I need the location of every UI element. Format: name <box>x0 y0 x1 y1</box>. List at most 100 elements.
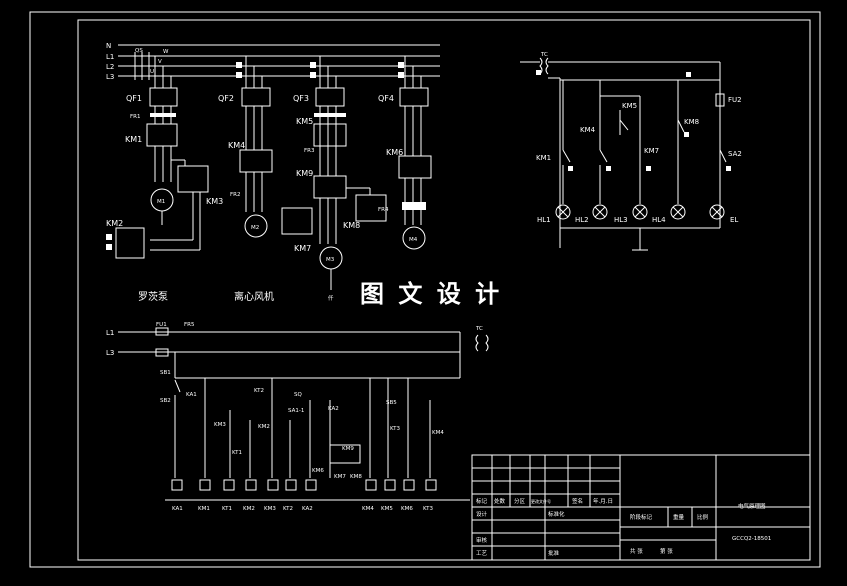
qs-label: QS <box>135 48 143 54</box>
bus-l2-label: L2 <box>106 63 114 71</box>
fu1-label: FU1 <box>156 322 167 328</box>
tb-gong-zhang: 共 张 <box>630 547 643 555</box>
coil-kt3: KT3 <box>423 506 434 512</box>
km5-label: KM5 <box>296 117 313 126</box>
indicator-circuit <box>520 57 727 251</box>
fr5-label: FR5 <box>184 322 195 328</box>
tb-qianming: 签名 <box>572 497 583 505</box>
fu2-label: FU2 <box>728 96 742 104</box>
ind-km4-label: KM4 <box>580 126 596 134</box>
ind-km1-label: KM1 <box>536 154 551 162</box>
tb-fenqu: 分区 <box>514 497 526 505</box>
coil-km1: KM1 <box>198 506 210 512</box>
load-names: 罗茨泵 离心风机 仟 <box>138 290 334 303</box>
w-label: W <box>163 49 169 55</box>
branch-qf3 <box>313 56 387 290</box>
tb-riqi: 年.月.日 <box>593 497 613 505</box>
km2-label: KM2 <box>106 219 123 228</box>
u-label: U <box>150 69 154 75</box>
kt1-contact-label: KT1 <box>232 450 242 456</box>
m3-label: M3 <box>326 257 335 263</box>
watermark: 图 文 设 计 <box>360 280 502 308</box>
tb-zhongliang: 重量 <box>673 513 685 521</box>
hl2-label: HL2 <box>575 216 589 224</box>
hl4-label: HL4 <box>652 216 666 224</box>
device-labels: FR1 KM1 KM3 KM2 M1 KM4 FR2 M2 KM5 FR3 KM… <box>106 114 418 263</box>
tb-jieduan: 阶段标记 <box>630 513 653 521</box>
coil-kt2: KT2 <box>283 506 293 512</box>
bus-n-label: N <box>106 42 111 50</box>
fr2-label: FR2 <box>230 192 240 198</box>
km3-label: KM3 <box>206 197 223 206</box>
ka2-contact-label: KA2 <box>328 406 339 412</box>
ind-km5-label: KM5 <box>622 102 637 110</box>
qf3-label: QF3 <box>293 94 309 103</box>
sb5-label: SB5 <box>386 400 397 406</box>
coil-km3: KM3 <box>264 506 276 512</box>
indicator-labels: TC FU2 SA2 KM5 KM4 KM8 KM1 KM7 HL1 HL2 H… <box>536 52 742 224</box>
coil-km2: KM2 <box>243 506 255 512</box>
km6-contact-label: KM6 <box>312 468 324 474</box>
km4-label: KM4 <box>228 141 245 150</box>
centrifugal-fan-label: 离心风机 <box>234 290 274 303</box>
tb-biaozhunhua: 标准化 <box>548 510 565 518</box>
ctrl-l3-label: L3 <box>106 349 114 357</box>
sb2-label: SB2 <box>160 398 171 404</box>
ind-km8-label: KM8 <box>684 118 699 126</box>
coil-km4: KM4 <box>362 506 374 512</box>
power-line-labels: N L1 L2 L3 QS W V U <box>106 42 169 81</box>
breaker-labels: QF1 QF2 QF3 QF4 <box>126 94 394 103</box>
tb-drawing-name: 电气原理图 <box>738 502 766 510</box>
qf2-label: QF2 <box>218 94 234 103</box>
third-load-label: 仟 <box>328 294 334 302</box>
coil-km5: KM5 <box>381 506 393 512</box>
tb-di-zhang: 第 张 <box>660 547 673 555</box>
power-bus <box>118 44 440 80</box>
roots-pump-label: 罗茨泵 <box>138 290 168 303</box>
sq-label: SQ <box>294 392 302 398</box>
bus-l3-label: L3 <box>106 73 114 81</box>
m1-label: M1 <box>157 199 165 205</box>
km4-contact-label: KM4 <box>432 430 444 436</box>
el-label: EL <box>730 216 738 224</box>
km8-label: KM8 <box>343 221 360 230</box>
control-circuit <box>118 327 489 501</box>
tb-gengai: 更改文件号 <box>531 498 551 504</box>
ctrl-tc-label: TC <box>475 326 483 332</box>
coil-labels: KA1 KM1 KT1 KM2 KM3 KT2 KA2 KM4 KM5 KM6 … <box>172 506 434 512</box>
inner-frame <box>77 19 811 561</box>
tb-pizhun: 批准 <box>548 549 560 557</box>
km8-contact-label: KM8 <box>350 474 362 480</box>
tb-biaoji: 标记 <box>476 497 488 505</box>
fr3-label: FR3 <box>304 148 315 154</box>
tb-gongyi: 工艺 <box>476 550 488 557</box>
m2-label: M2 <box>251 225 259 231</box>
hl1-label: HL1 <box>537 216 551 224</box>
coil-ka1: KA1 <box>172 506 183 512</box>
sa2-label: SA2 <box>728 150 742 158</box>
branch-qf4 <box>398 56 432 250</box>
ind-km7-label: KM7 <box>644 147 659 155</box>
kt2-contact-label: KT2 <box>254 388 264 394</box>
ctrl-l1-label: L1 <box>106 329 114 337</box>
branch-qf1 <box>115 56 209 259</box>
km7-label: KM7 <box>294 244 311 253</box>
title-block-text: 标记 处数 分区 更改文件号 签名 年.月.日 设计 标准化 阶段标记 重量 比… <box>476 497 771 557</box>
outer-frame <box>29 11 821 568</box>
km7-contact-label: KM7 <box>334 474 346 480</box>
sa11-label: SA1-1 <box>288 408 304 414</box>
title-block <box>471 454 811 561</box>
km2-contact-label: KM2 <box>258 424 270 430</box>
km9-label: KM9 <box>296 169 313 178</box>
km6-label: KM6 <box>386 148 403 157</box>
branch-qf2 <box>239 56 313 238</box>
terminal-blocks <box>106 62 731 250</box>
qf1-label: QF1 <box>126 94 142 103</box>
coil-km6: KM6 <box>401 506 413 512</box>
ka1-contact-label: KA1 <box>186 392 197 398</box>
km9-contact-label: KM9 <box>342 446 354 452</box>
qf4-label: QF4 <box>378 94 394 103</box>
coil-ka2: KA2 <box>302 506 313 512</box>
tb-bili: 比例 <box>697 513 709 521</box>
hl3-label: HL3 <box>614 216 628 224</box>
